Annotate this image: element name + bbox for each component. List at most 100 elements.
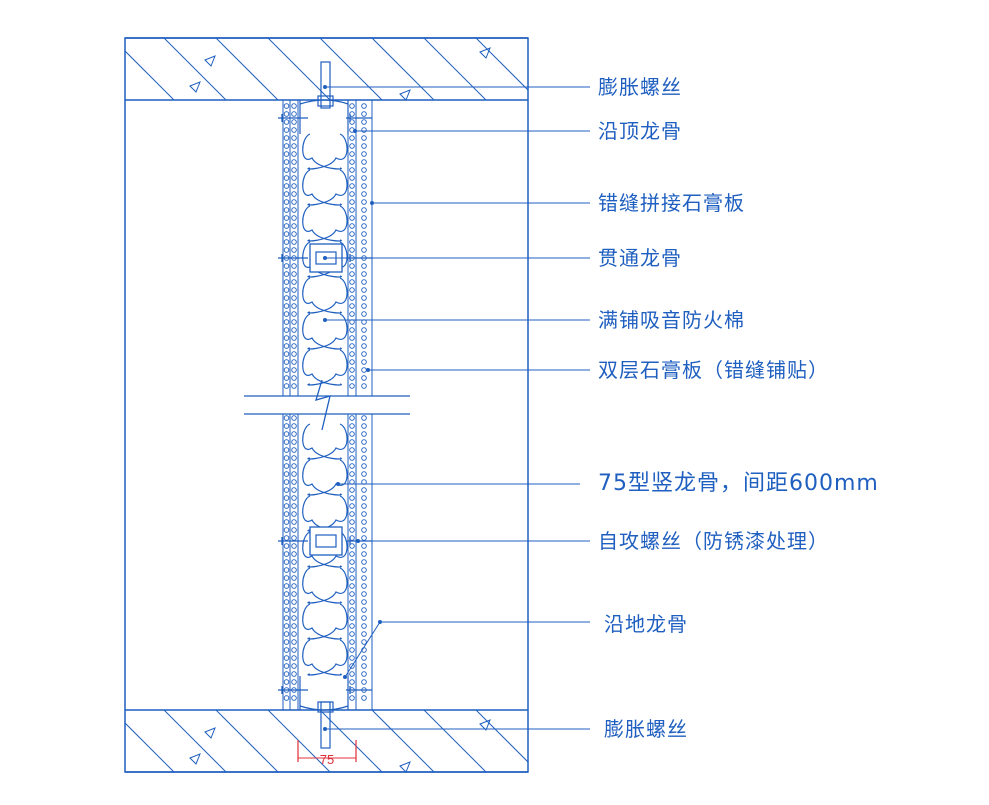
board-texture: [349, 423, 355, 429]
board-texture: [291, 655, 297, 661]
board-texture: [349, 439, 355, 445]
board-texture: [349, 151, 355, 157]
board-texture: [283, 591, 290, 597]
hatch-line: [267, 710, 331, 772]
board-texture: [291, 167, 297, 173]
board-texture: [283, 431, 290, 437]
board-texture: [349, 175, 355, 181]
board-texture: [361, 183, 367, 189]
board-texture: [291, 511, 297, 517]
board-texture: [291, 111, 297, 117]
board-texture: [283, 383, 290, 389]
board-texture: [283, 247, 290, 253]
board-texture: [349, 519, 355, 525]
board-texture: [291, 183, 297, 189]
board-texture: [349, 311, 355, 317]
board-texture: [361, 135, 367, 141]
label-expansion-bolt-bottom: 膨胀螺丝: [604, 717, 688, 741]
board-texture: [283, 495, 290, 501]
board-texture: [361, 359, 367, 365]
leader-line: [344, 621, 381, 678]
board-texture: [283, 343, 290, 349]
board-texture: [291, 159, 297, 165]
board-texture: [291, 471, 297, 477]
board-texture: [291, 263, 297, 269]
board-texture: [283, 119, 290, 125]
board-texture: [361, 559, 367, 565]
board-texture: [361, 263, 367, 269]
board-texture: [361, 327, 367, 333]
board-texture: [361, 239, 367, 245]
board-texture: [349, 223, 355, 229]
board-texture: [361, 127, 367, 133]
leader-dot: [323, 256, 327, 260]
board-texture: [283, 479, 290, 485]
board-texture: [349, 279, 355, 285]
board-texture: [361, 439, 367, 445]
board-texture: [291, 415, 297, 421]
board-texture: [283, 311, 290, 317]
hatch-line: [527, 710, 528, 711]
board-texture: [349, 287, 355, 293]
hatch-line: [475, 710, 528, 763]
board-texture: [291, 679, 297, 685]
board-texture: [349, 239, 355, 245]
board-texture: [283, 295, 290, 301]
board-texture: [283, 303, 290, 309]
board-texture: [361, 655, 367, 661]
aggregate-mark: [399, 89, 411, 101]
board-texture: [361, 679, 367, 685]
board-texture: [349, 495, 355, 501]
board-texture: [361, 351, 367, 357]
board-texture: [361, 143, 367, 149]
hatch-line: [527, 38, 528, 39]
board-texture: [291, 631, 297, 637]
board-texture: [283, 503, 290, 509]
board-texture: [361, 447, 367, 453]
board-texture: [291, 127, 297, 133]
board-texture: [349, 247, 355, 253]
board-texture: [349, 191, 355, 197]
board-texture: [361, 215, 367, 221]
board-texture: [283, 279, 290, 285]
label-stud: 75型竖龙骨，间距600mm: [598, 471, 879, 496]
board-texture: [291, 135, 297, 141]
board-texture: [349, 271, 355, 277]
board-texture: [361, 231, 367, 237]
board-texture: [283, 263, 290, 269]
board-texture: [291, 303, 297, 309]
board-texture: [283, 551, 290, 557]
board-texture: [291, 351, 297, 357]
board-texture: [291, 447, 297, 453]
board-texture: [361, 303, 367, 309]
board-texture: [291, 319, 297, 325]
board-texture: [361, 495, 367, 501]
board-texture: [349, 503, 355, 509]
board-texture: [283, 207, 290, 213]
top-track: [299, 99, 349, 134]
board-texture: [291, 527, 297, 533]
board-texture: [291, 695, 297, 701]
board-texture: [291, 615, 297, 621]
board-texture: [349, 463, 355, 469]
board-texture: [349, 543, 355, 549]
leader-dot: [323, 727, 327, 731]
board-texture: [283, 439, 290, 445]
board-texture: [291, 119, 297, 125]
board-texture: [349, 215, 355, 221]
board-texture: [361, 511, 367, 517]
board-texture: [291, 231, 297, 237]
hatch-line: [475, 38, 528, 91]
board-texture: [349, 207, 355, 213]
board-texture: [291, 663, 297, 669]
board-texture: [283, 647, 290, 653]
hatch-line: [125, 50, 175, 100]
board-texture: [291, 287, 297, 293]
board-texture: [291, 591, 297, 597]
board-texture: [361, 343, 367, 349]
board-texture: [361, 375, 367, 381]
board-texture: [361, 663, 367, 669]
board-texture: [283, 143, 290, 149]
dimension-text: 75: [320, 752, 334, 767]
board-texture: [349, 367, 355, 373]
